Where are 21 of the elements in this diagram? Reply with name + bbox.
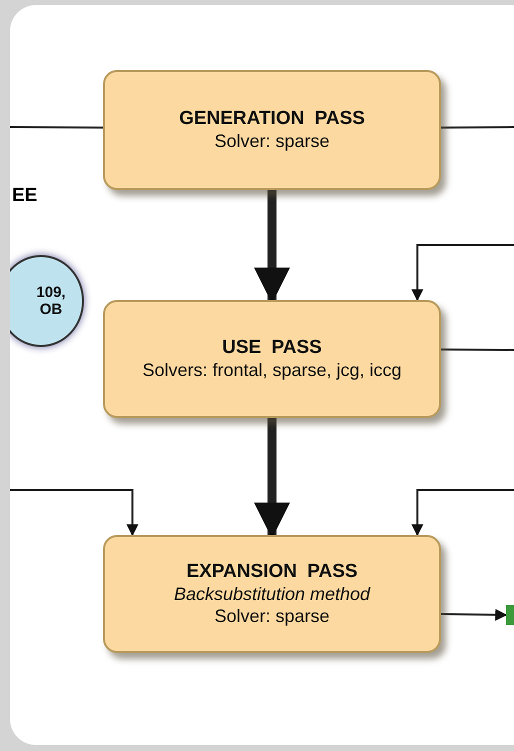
process-box: [103, 535, 441, 653]
data-ellipse: [10, 255, 84, 347]
arrow: [10, 489, 138, 536]
connector-line: [10, 126, 103, 129]
arrow: [411, 489, 514, 536]
box-text: Solvers: frontal, sparse, jcg, iccg: [142, 358, 402, 382]
process-box: [103, 70, 441, 190]
arrow: [440, 608, 508, 621]
connector-line: [441, 126, 514, 129]
marker-box: [506, 605, 514, 625]
box-text: Backsubstitution method: [174, 582, 370, 605]
text-label: EE: [12, 185, 38, 207]
box-title: GENERATION PASS: [179, 108, 365, 130]
box-text: Solver: sparse: [214, 130, 330, 152]
box-title: EXPANSION PASS: [186, 560, 358, 582]
process-box: [103, 300, 441, 418]
box-text: 109, OB: [35, 284, 67, 318]
box-title: USE PASS: [222, 336, 322, 359]
connector-line: [441, 348, 514, 351]
box-text: Solver: sparse: [214, 605, 330, 628]
arrow: [411, 244, 514, 302]
